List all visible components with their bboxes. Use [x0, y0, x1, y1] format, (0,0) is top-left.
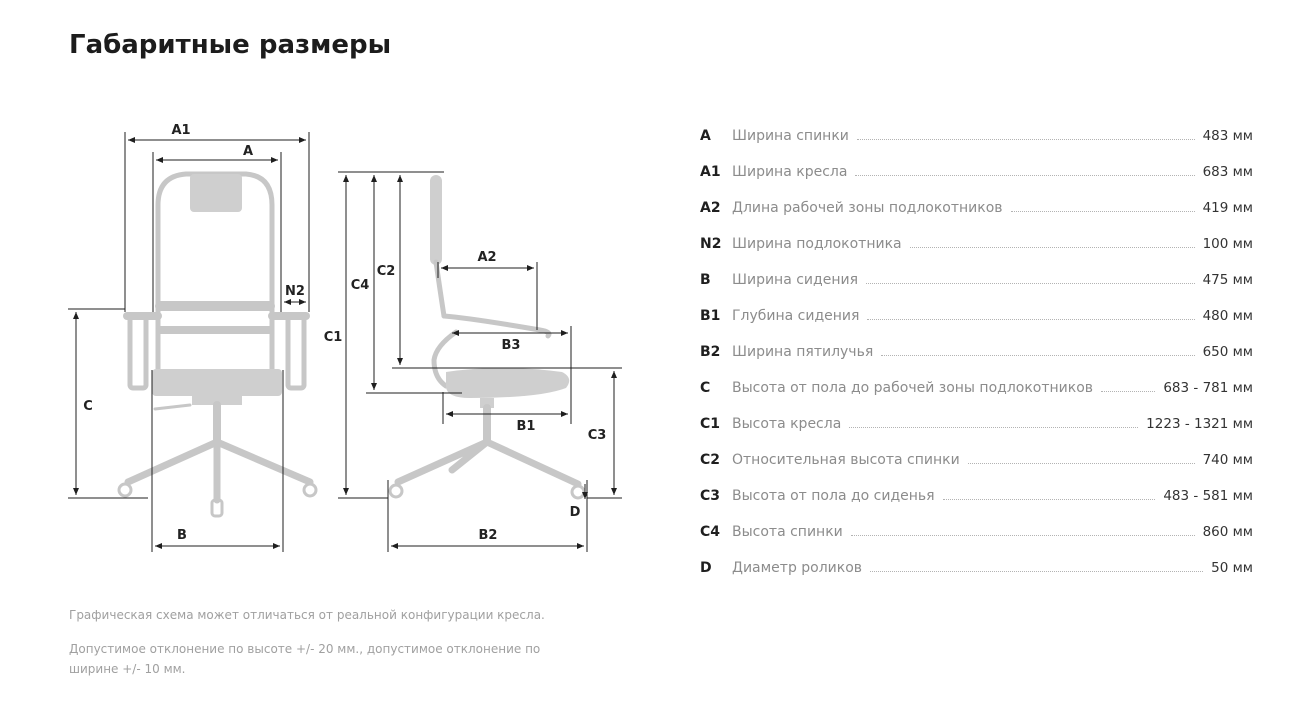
label-N2: N2: [285, 284, 305, 299]
spec-name: Высота спинки: [732, 524, 843, 540]
chair-dimensions-diagram: A1 A N2 C B C1 C4 C2 A2 B3 B1 C3 D B2: [0, 0, 680, 600]
spec-row-C3: C3 Высота от пола до сиденья 483 - 581 м…: [700, 478, 1253, 514]
dotted-leader: [850, 534, 1195, 536]
spec-code: C4: [700, 524, 721, 540]
spec-name: Ширина спинки: [732, 128, 849, 144]
dotted-leader: [867, 318, 1195, 320]
spec-name: Ширина подлокотника: [732, 236, 902, 252]
spec-value: 650 мм: [1202, 344, 1253, 360]
spec-value: 475 мм: [1202, 272, 1253, 288]
spec-name: Ширина пятилучья: [732, 344, 874, 360]
label-C4: C4: [351, 278, 370, 293]
label-D: D: [570, 505, 581, 520]
dotted-leader: [849, 426, 1139, 428]
spec-code: A2: [700, 200, 721, 216]
label-C3: C3: [588, 428, 607, 443]
label-C: C: [83, 399, 93, 414]
spec-value: 480 мм: [1202, 308, 1253, 324]
spec-value: 683 - 781 мм: [1163, 380, 1253, 396]
dotted-leader: [1010, 210, 1195, 212]
page-title: Габаритные размеры: [69, 30, 392, 60]
dotted-leader: [909, 246, 1195, 248]
spec-row-B2: B2 Ширина пятилучья 650 мм: [700, 334, 1253, 370]
footnote-schema: Графическая схема может отличаться от ре…: [69, 608, 545, 622]
dotted-leader: [967, 462, 1195, 464]
spec-row-C: C Высота от пола до рабочей зоны подлоко…: [700, 370, 1253, 406]
label-A1: A1: [171, 123, 190, 138]
spec-value: 1223 - 1321 мм: [1146, 416, 1253, 432]
spec-value: 419 мм: [1202, 200, 1253, 216]
spec-row-A: A Ширина спинки 483 мм: [700, 118, 1253, 154]
spec-row-A1: A1 Ширина кресла 683 мм: [700, 154, 1253, 190]
footnote-tolerance: Допустимое отклонение по высоте +/- 20 м…: [69, 642, 541, 676]
spec-row-N2: N2 Ширина подлокотника 100 мм: [700, 226, 1253, 262]
spec-name: Ширина сидения: [732, 272, 858, 288]
dotted-leader: [942, 498, 1156, 500]
spec-code: C: [700, 380, 711, 396]
dotted-leader: [855, 174, 1195, 176]
spec-name: Высота от пола до сиденья: [732, 488, 935, 504]
spec-value: 483 мм: [1202, 128, 1253, 144]
label-A: A: [243, 144, 253, 159]
spec-row-A2: A2 Длина рабочей зоны подлокотников 419 …: [700, 190, 1253, 226]
spec-value: 100 мм: [1202, 236, 1253, 252]
footnotes: Графическая схема может отличаться от ре…: [69, 605, 589, 693]
spec-code: C1: [700, 416, 721, 432]
label-A2: A2: [477, 250, 496, 265]
spec-name: Ширина кресла: [732, 164, 848, 180]
chair-front-view: [117, 171, 318, 518]
dotted-leader: [856, 138, 1195, 140]
label-B1: B1: [517, 419, 536, 434]
spec-value: 683 мм: [1202, 164, 1253, 180]
spec-code: C2: [700, 452, 721, 468]
spec-row-C4: C4 Высота спинки 860 мм: [700, 514, 1253, 550]
spec-code: B1: [700, 308, 721, 324]
spec-name: Высота от пола до рабочей зоны подлокотн…: [732, 380, 1094, 396]
spec-code: B2: [700, 344, 721, 360]
label-C2: C2: [377, 264, 396, 279]
spec-code: A1: [700, 164, 721, 180]
dimension-lines: [68, 132, 622, 552]
dimensions-spec-list: A Ширина спинки 483 мм A1 Ширина кресла …: [700, 118, 1253, 586]
spec-row-C2: C2 Относительная высота спинки 740 мм: [700, 442, 1253, 478]
spec-row-D: D Диаметр роликов 50 мм: [700, 550, 1253, 586]
spec-code: D: [700, 560, 712, 576]
dotted-leader: [881, 354, 1195, 356]
spec-name: Глубина сидения: [732, 308, 860, 324]
spec-value: 483 - 581 мм: [1163, 488, 1253, 504]
dotted-leader: [866, 282, 1195, 284]
spec-name: Длина рабочей зоны подлокотников: [732, 200, 1003, 216]
label-B3: B3: [502, 338, 521, 353]
spec-row-B1: B1 Глубина сидения 480 мм: [700, 298, 1253, 334]
label-B2: B2: [479, 528, 498, 543]
spec-code: B: [700, 272, 711, 288]
label-C1: C1: [324, 330, 343, 345]
spec-value: 50 мм: [1211, 560, 1253, 576]
dotted-leader: [870, 570, 1204, 572]
spec-value: 740 мм: [1202, 452, 1253, 468]
spec-value: 860 мм: [1202, 524, 1253, 540]
spec-name: Диаметр роликов: [732, 560, 863, 576]
spec-row-C1: C1 Высота кресла 1223 - 1321 мм: [700, 406, 1253, 442]
spec-name: Высота кресла: [732, 416, 842, 432]
label-B: B: [177, 528, 187, 543]
spec-code: N2: [700, 236, 722, 252]
spec-code: A: [700, 128, 711, 144]
spec-name: Относительная высота спинки: [732, 452, 960, 468]
spec-row-B: B Ширина сидения 475 мм: [700, 262, 1253, 298]
chair-side-view: [388, 175, 586, 500]
spec-code: C3: [700, 488, 721, 504]
dotted-leader: [1101, 390, 1156, 392]
